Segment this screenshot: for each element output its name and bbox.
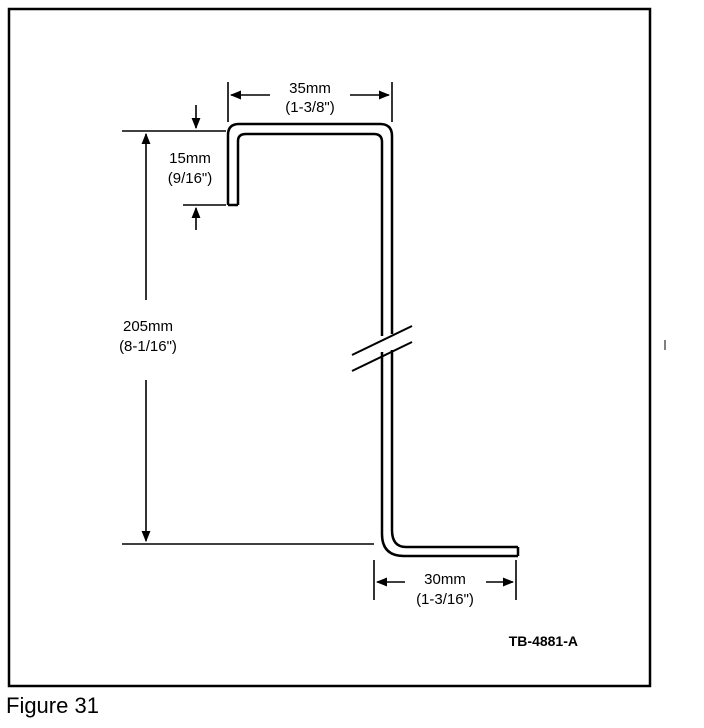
overall-height-imperial-label: (8-1/16") bbox=[119, 338, 177, 355]
overall-height-dimension bbox=[122, 132, 374, 545]
bottom-foot-metric-label: 30mm bbox=[424, 571, 466, 588]
flange-height-imperial-label: (9/16") bbox=[168, 170, 213, 187]
break-symbol bbox=[351, 325, 413, 372]
top-width-imperial-label: (1-3/8") bbox=[285, 99, 335, 116]
rod-inner-edge bbox=[236, 132, 384, 336]
flange-height-dimension bbox=[122, 105, 226, 230]
bent-rod-part bbox=[226, 122, 520, 558]
rod-outer-edge bbox=[226, 122, 394, 334]
bottom-foot-imperial-label: (1-3/16") bbox=[416, 591, 474, 608]
top-width-dimension bbox=[227, 82, 393, 122]
reference-code: TB-4881-A bbox=[509, 633, 578, 649]
figure-border bbox=[7, 7, 652, 688]
figure-caption: Figure 31 bbox=[6, 693, 99, 718]
bottom-foot-dimension bbox=[373, 560, 517, 600]
flange-height-metric-label: 15mm bbox=[169, 150, 211, 167]
rod-outer-edge-lower bbox=[390, 350, 518, 549]
rod-inner-edge-lower bbox=[380, 352, 518, 558]
overall-height-metric-label: 205mm bbox=[123, 318, 173, 335]
top-width-metric-label: 35mm bbox=[289, 80, 331, 97]
